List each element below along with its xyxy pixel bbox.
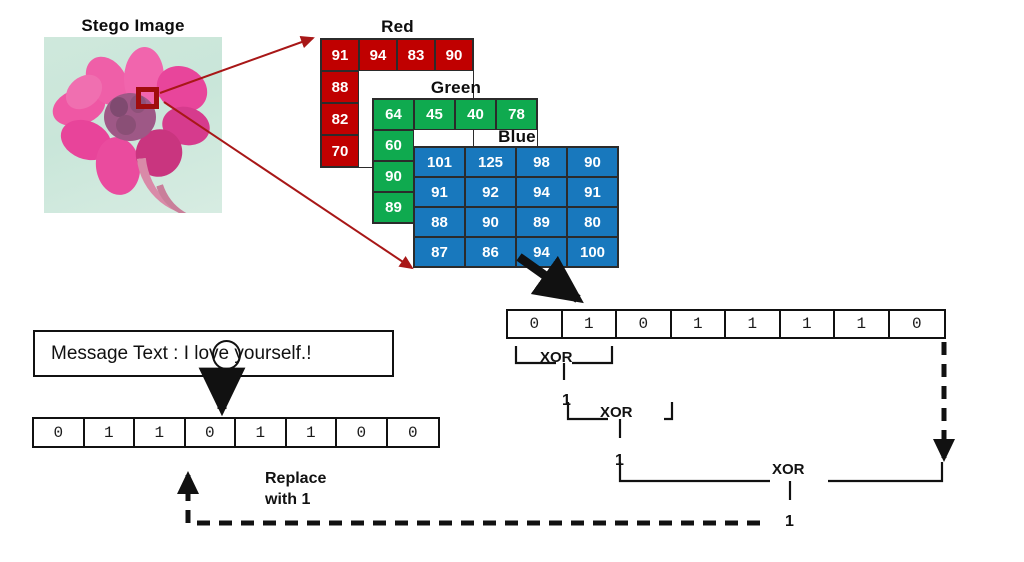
blue-row-2: 88 90 89 80 (414, 207, 618, 237)
bit-cell: 1 (135, 419, 186, 446)
red-cell: 88 (321, 71, 359, 103)
bit-cell: 0 (617, 311, 672, 337)
bit-cell: 0 (508, 311, 563, 337)
blue-cell: 88 (414, 207, 465, 237)
red-cell: 70 (321, 135, 359, 167)
red-row-3: 70 (321, 135, 473, 167)
bit-cell: 1 (236, 419, 287, 446)
stego-image-photo (44, 37, 222, 213)
green-cell: 78 (496, 99, 537, 130)
bit-cell: 1 (672, 311, 726, 337)
blue-channel-title: Blue (498, 127, 536, 146)
green-channel-title: Green (430, 78, 482, 97)
bit-cell: 1 (781, 311, 835, 337)
blue-cell: 125 (465, 147, 516, 177)
bit-cell: 1 (726, 311, 781, 337)
bit-cell: 1 (85, 419, 135, 446)
xor-result-1: 1 (562, 392, 571, 409)
green-cell: 40 (455, 99, 496, 130)
blue-cell: 101 (414, 147, 465, 177)
bit-cell: 1 (835, 311, 890, 337)
blue-lsb-bit-strip: 0 1 0 1 1 1 1 0 (506, 309, 946, 339)
red-cell: 91 (321, 39, 359, 71)
bit-cell: 1 (563, 311, 617, 337)
xor-bracket-1 (514, 346, 614, 365)
xor-bracket-2 (566, 402, 674, 421)
green-row-3: 89 (373, 192, 537, 223)
red-cell: 82 (321, 103, 359, 135)
blue-cell: 94 (516, 177, 567, 207)
blue-cell: 90 (567, 147, 618, 177)
green-channel-matrix: 64 45 40 78 60 90 89 (372, 98, 538, 224)
xor-result-3: 1 (785, 513, 794, 530)
blue-cell: 91 (567, 177, 618, 207)
red-row-2: 82 (321, 103, 473, 135)
blue-cell: 86 (465, 237, 516, 267)
stego-image-title: Stego Image (81, 16, 185, 35)
red-row-1: 88 (321, 71, 473, 103)
bit-cell: 0 (337, 419, 388, 446)
bit-cell: 0 (911, 315, 922, 333)
blue-cell: 91 (414, 177, 465, 207)
blue-cell: 87 (414, 237, 465, 267)
xor-result-2: 1 (615, 452, 624, 469)
xor-label-1: XOR (540, 349, 573, 366)
bit-cell: 1 (287, 419, 337, 446)
green-row-0: 64 45 40 78 (373, 99, 537, 130)
blue-to-bits-arrow (516, 253, 584, 304)
red-cell: 94 (359, 39, 397, 71)
xor-label-2: XOR (600, 404, 633, 421)
message-text-value: Message Text : I love yourself.! (51, 342, 312, 364)
blue-cell: 80 (567, 207, 618, 237)
red-arrow-to-red-matrix (159, 36, 315, 94)
green-cell: 45 (414, 99, 455, 130)
message-bit-strip: 0 1 1 0 1 1 0 0 (32, 417, 440, 448)
replace-note: Replace with 1 (265, 468, 326, 510)
red-row-0: 91 94 83 90 (321, 39, 473, 71)
bit-cell: 0 (186, 419, 236, 446)
green-row-1: 60 (373, 130, 537, 161)
red-cell: 90 (435, 39, 473, 71)
green-cell: 89 (373, 192, 414, 223)
bit-cell: 0 (34, 419, 85, 446)
replace-note-line1: Replace (265, 470, 327, 487)
blue-row-0: 101 125 98 90 (414, 147, 618, 177)
red-cell: 83 (397, 39, 435, 71)
blue-channel-matrix: 101 125 98 90 91 92 94 91 88 90 89 80 87… (413, 146, 619, 268)
blue-cell: 92 (465, 177, 516, 207)
pixel-selection-box (136, 87, 159, 109)
green-cell: 60 (373, 130, 414, 161)
blue-cell: 90 (465, 207, 516, 237)
blue-cell: 100 (567, 237, 618, 267)
xor-label-3: XOR (772, 461, 805, 478)
red-channel-title: Red (381, 17, 414, 36)
blue-cell: 98 (516, 147, 567, 177)
blue-cell: 89 (516, 207, 567, 237)
green-cell: 64 (373, 99, 414, 130)
replace-dashed-path (176, 470, 760, 526)
blue-row-1: 91 92 94 91 (414, 177, 618, 207)
red-arrow-to-lower-right (163, 101, 414, 270)
blue-row-3: 87 86 94 100 (414, 237, 618, 267)
replace-note-line2: with 1 (265, 491, 311, 508)
bit-cell: 0 (407, 423, 418, 442)
xor-bracket-3 (618, 462, 944, 483)
